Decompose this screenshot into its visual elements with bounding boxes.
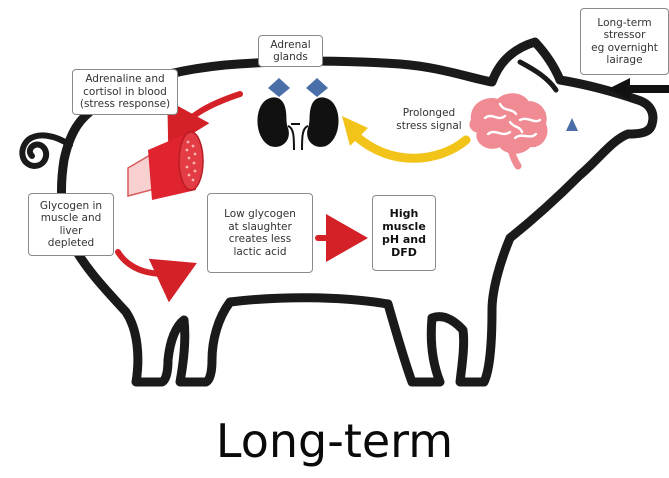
adrenaline-cortisol-label: Adrenaline and cortisol in blood (stress…: [72, 69, 178, 115]
glycogen-arrow: [118, 252, 186, 274]
adrenal-gland-left-icon: [268, 78, 290, 97]
brain-icon: [470, 94, 546, 166]
outcome-label: High muscle pH and DFD: [372, 195, 436, 271]
long-term-stressor-label: Long-term stressor eg overnight lairage: [580, 8, 669, 75]
adrenal-glands-label: Adrenal glands: [258, 35, 323, 67]
caption-title: Long-term: [0, 413, 669, 469]
glycogen-depleted-label: Glycogen in muscle and liver depleted: [28, 193, 114, 256]
muscle-icon: [128, 132, 203, 200]
prolonged-stress-label: Prolonged stress signal: [384, 107, 474, 132]
pig-eye-icon: [566, 118, 578, 131]
low-glycogen-label: Low glycogen at slaughter creates less l…: [207, 193, 313, 273]
kidneys-icon: [257, 97, 338, 150]
adrenal-gland-right-icon: [306, 78, 328, 97]
hormone-arrow: [174, 94, 240, 138]
